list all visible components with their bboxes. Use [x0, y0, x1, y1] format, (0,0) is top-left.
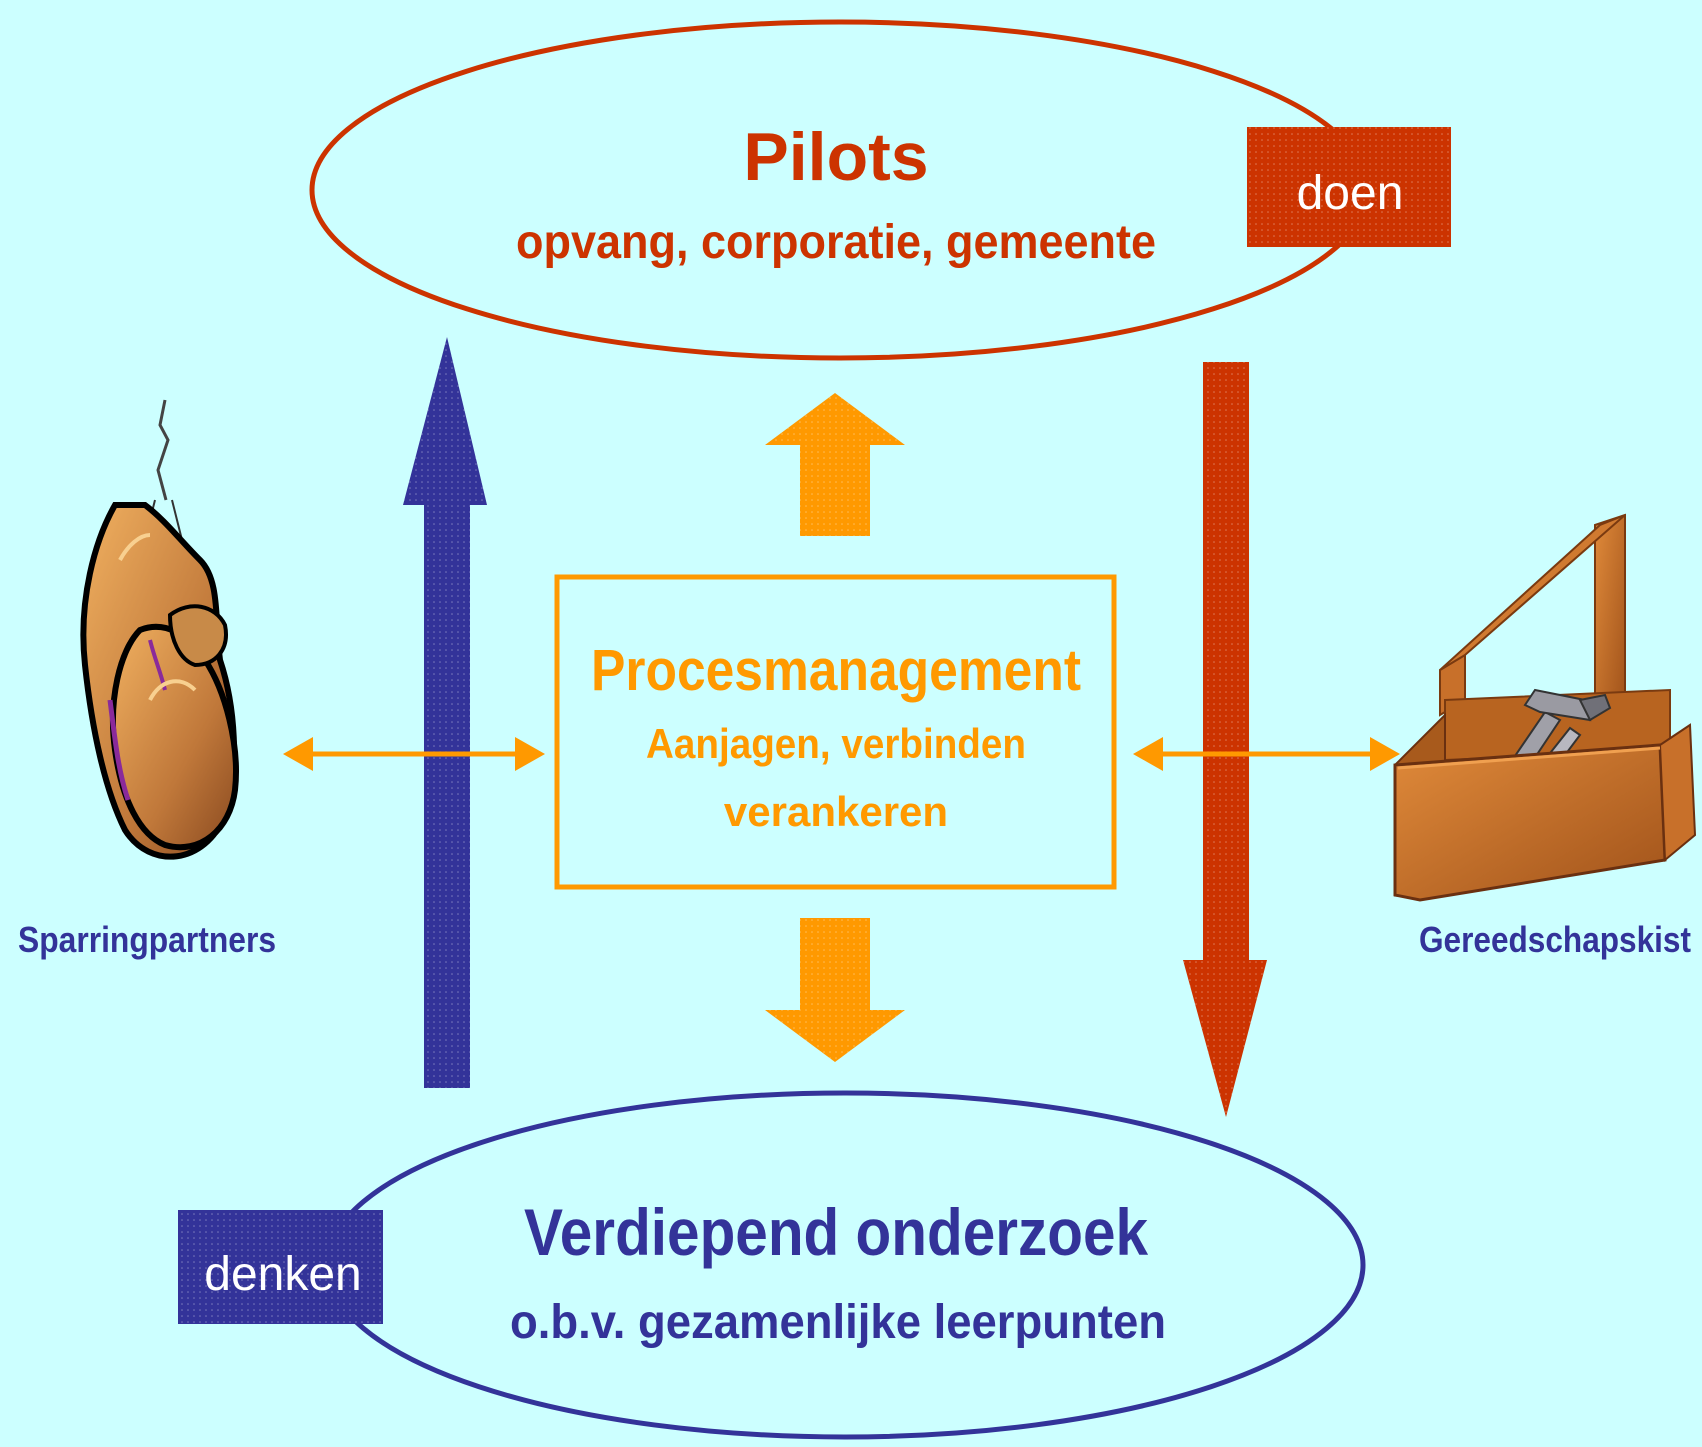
pilots-title: Pilots	[743, 119, 928, 195]
orange-arrow-up	[765, 393, 905, 536]
orange-arrow-down	[765, 918, 905, 1062]
blue-arrow-up	[403, 337, 487, 1088]
pilots-ellipse-group: Pilots opvang, corporatie, gemeente doen	[309, 19, 1451, 361]
gereedschapskist-label: Gereedschapskist	[1419, 919, 1691, 960]
process-title: Procesmanagement	[591, 638, 1081, 703]
research-ellipse-group: Verdiepend onderzoek o.b.v. gezamenlijke…	[178, 1090, 1366, 1440]
red-arrow-down	[1183, 362, 1267, 1117]
research-subtitle: o.b.v. gezamenlijke leerpunten	[510, 1296, 1166, 1349]
process-box-group: Procesmanagement Aanjagen, verbinden ver…	[554, 574, 1117, 890]
boxing-gloves-icon	[80, 399, 239, 860]
doen-tag: doen	[1297, 167, 1404, 220]
right-double-arrow	[1133, 737, 1400, 771]
toolbox-icon	[1393, 513, 1697, 902]
process-box	[554, 574, 1117, 890]
sparringpartners-label: Sparringpartners	[18, 919, 276, 960]
denken-tag: denken	[204, 1248, 361, 1301]
pilots-subtitle: opvang, corporatie, gemeente	[516, 216, 1156, 269]
left-double-arrow	[283, 737, 545, 771]
research-title: Verdiepend onderzoek	[524, 1195, 1148, 1269]
process-line-2: verankeren	[724, 788, 948, 835]
process-line-1: Aanjagen, verbinden	[646, 720, 1026, 767]
